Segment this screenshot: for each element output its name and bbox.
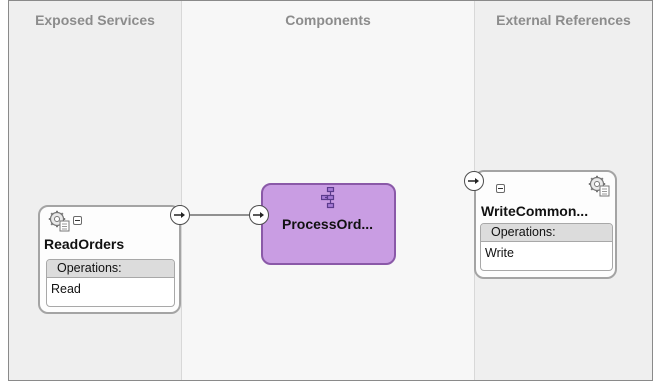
lane-title-components: Components: [285, 12, 371, 28]
service-to-component-wire[interactable]: [190, 210, 252, 220]
operations-panel: Operations: Read: [46, 259, 175, 307]
arrow-right-icon: [468, 178, 479, 184]
component-port[interactable]: [249, 205, 269, 225]
lane-title-external-references: External References: [496, 12, 631, 28]
reference-port[interactable]: [464, 171, 484, 191]
lane-title-exposed-services: Exposed Services: [35, 12, 155, 28]
adapter-gear-icon: [48, 210, 70, 232]
service-readorders[interactable]: ReadOrders Operations: Read: [38, 205, 181, 314]
operations-panel: Operations: Write: [480, 223, 613, 271]
component-name: ProcessOrd...: [282, 216, 374, 232]
reference-name: WriteCommon...: [481, 203, 589, 219]
reference-writecommon[interactable]: WriteCommon... Operations: Write: [474, 170, 617, 279]
collapse-icon[interactable]: [496, 184, 505, 193]
operation-item[interactable]: Read: [51, 282, 81, 296]
lane-exposed-services: Exposed Services: [9, 1, 182, 380]
bpel-component[interactable]: ProcessOrd...: [261, 183, 396, 265]
adapter-gear-icon: [588, 175, 610, 197]
arrow-right-icon: [253, 212, 264, 218]
operations-header: Operations:: [481, 224, 612, 242]
arrow-right-icon: [174, 212, 185, 218]
service-port[interactable]: [170, 205, 190, 225]
collapse-icon[interactable]: [73, 216, 82, 225]
operation-item[interactable]: Write: [485, 246, 514, 260]
service-name: ReadOrders: [44, 236, 125, 252]
bpel-process-icon: [321, 187, 335, 209]
operations-header: Operations:: [47, 260, 174, 278]
